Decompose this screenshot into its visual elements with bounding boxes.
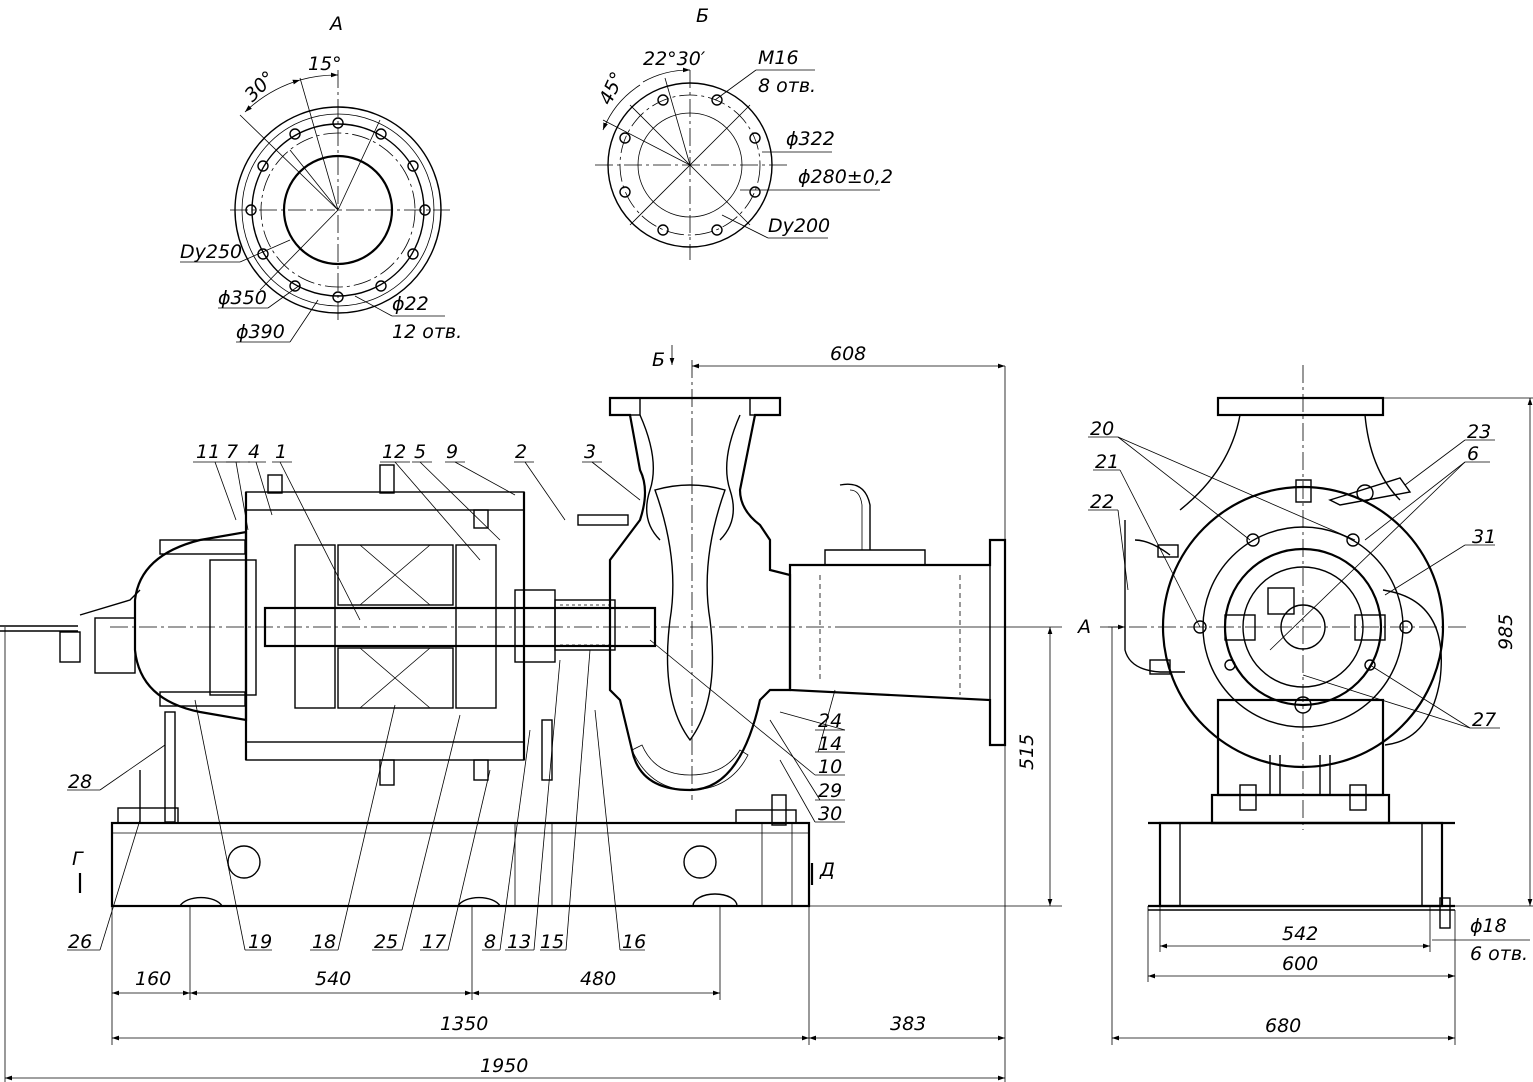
section-mark-g: Г [72, 848, 84, 870]
view-a: А 30° 15° Dy25 [180, 13, 462, 343]
view-b: Б 45° 22°30′ M16 8 отв. ϕ322 ϕ280±0 [595, 5, 893, 260]
label-27: 27 [1472, 709, 1496, 731]
main-dimensions: 608 515 160 540 480 1350 383 1950 [4, 343, 1062, 1082]
section-mark-d: Д [819, 859, 835, 881]
motor-end-cover [133, 530, 257, 722]
label-11: 11 [196, 441, 220, 463]
side-callouts: 20 21 22 23 6 31 27 [1088, 418, 1500, 731]
side-view: А 985 542 600 680 ϕ18 6 отв. [1076, 365, 1533, 1045]
label-25: 25 [374, 931, 398, 953]
dim-480: 480 [580, 968, 616, 990]
label-16: 16 [622, 931, 646, 953]
label-31: 31 [1472, 526, 1496, 548]
dim-d18-holes: 6 отв. [1470, 943, 1528, 965]
label-22: 22 [1090, 491, 1114, 513]
view-a-angle-30: 30° [240, 67, 279, 106]
dim-383: 383 [890, 1013, 926, 1035]
label-2: 2 [515, 441, 527, 463]
dim-680: 680 [1265, 1015, 1301, 1037]
view-b-title: Б [696, 5, 709, 27]
callouts-right: 24 14 10 29 30 [649, 639, 846, 825]
dim-540: 540 [315, 968, 351, 990]
view-a-d350: ϕ350 [218, 287, 267, 309]
label-19: 19 [248, 931, 272, 953]
cable-box [0, 589, 141, 674]
label-21: 21 [1095, 451, 1119, 473]
view-b-d322: ϕ322 [786, 128, 835, 150]
dim-600: 600 [1282, 953, 1318, 975]
label-20: 20 [1090, 418, 1114, 440]
label-14: 14 [818, 733, 842, 755]
view-b-bolt-holes [619, 94, 761, 236]
dim-160: 160 [135, 968, 171, 990]
label-24: 24 [818, 710, 842, 732]
dim-1350: 1350 [440, 1013, 488, 1035]
base-frame [110, 807, 811, 908]
label-5: 5 [414, 441, 426, 463]
label-30: 30 [818, 803, 842, 825]
view-b-thread: M16 [758, 47, 799, 69]
view-a-d22: ϕ22 [392, 293, 429, 315]
section-mark-a: А [1076, 616, 1091, 638]
view-b-holes: 8 отв. [758, 75, 816, 97]
section-mark-b: Б [652, 349, 665, 371]
view-a-d390: ϕ390 [236, 321, 285, 343]
side-dimensions: 985 542 600 680 ϕ18 6 отв. [1111, 397, 1533, 1045]
label-28: 28 [68, 771, 92, 793]
view-a-dy250: Dy250 [180, 241, 242, 263]
label-4: 4 [248, 441, 260, 463]
view-a-angle-15: 15° [308, 53, 342, 75]
pump-volute [608, 396, 792, 792]
label-6: 6 [1467, 443, 1479, 465]
label-29: 29 [818, 780, 842, 802]
view-a-title: А [328, 13, 343, 35]
dim-1950: 1950 [480, 1055, 528, 1077]
label-9: 9 [446, 441, 458, 463]
dim-608: 608 [830, 343, 866, 365]
dim-985: 985 [1495, 614, 1517, 650]
label-23: 23 [1467, 421, 1491, 443]
label-18: 18 [312, 931, 336, 953]
main-section-view: Б Г Д 608 515 160 540 480 [0, 343, 1062, 1082]
label-1: 1 [275, 441, 287, 463]
label-7: 7 [226, 441, 238, 463]
view-b-angle-45: 45° [595, 68, 629, 108]
label-17: 17 [422, 931, 446, 953]
label-10: 10 [818, 756, 842, 778]
label-15: 15 [540, 931, 564, 953]
callouts-top: 11 7 4 1 12 5 9 2 3 [193, 441, 641, 621]
label-26: 26 [68, 931, 92, 953]
label-12: 12 [382, 441, 406, 463]
label-3: 3 [584, 441, 596, 463]
view-a-holes: 12 отв. [392, 321, 462, 343]
label-13: 13 [507, 931, 531, 953]
shaft [110, 589, 850, 663]
view-b-angle-22: 22°30′ [643, 48, 706, 70]
callouts-bottom: 26 19 18 25 17 8 13 15 16 [67, 649, 646, 953]
view-b-d280: ϕ280±0,2 [798, 166, 893, 188]
dim-515: 515 [1016, 734, 1038, 770]
dim-542: 542 [1282, 923, 1318, 945]
label-8: 8 [484, 931, 496, 953]
view-b-dy200: Dy200 [768, 215, 830, 237]
discharge-diffuser [788, 483, 1007, 747]
motor-housing [244, 491, 526, 761]
dim-d18: ϕ18 [1470, 915, 1507, 937]
